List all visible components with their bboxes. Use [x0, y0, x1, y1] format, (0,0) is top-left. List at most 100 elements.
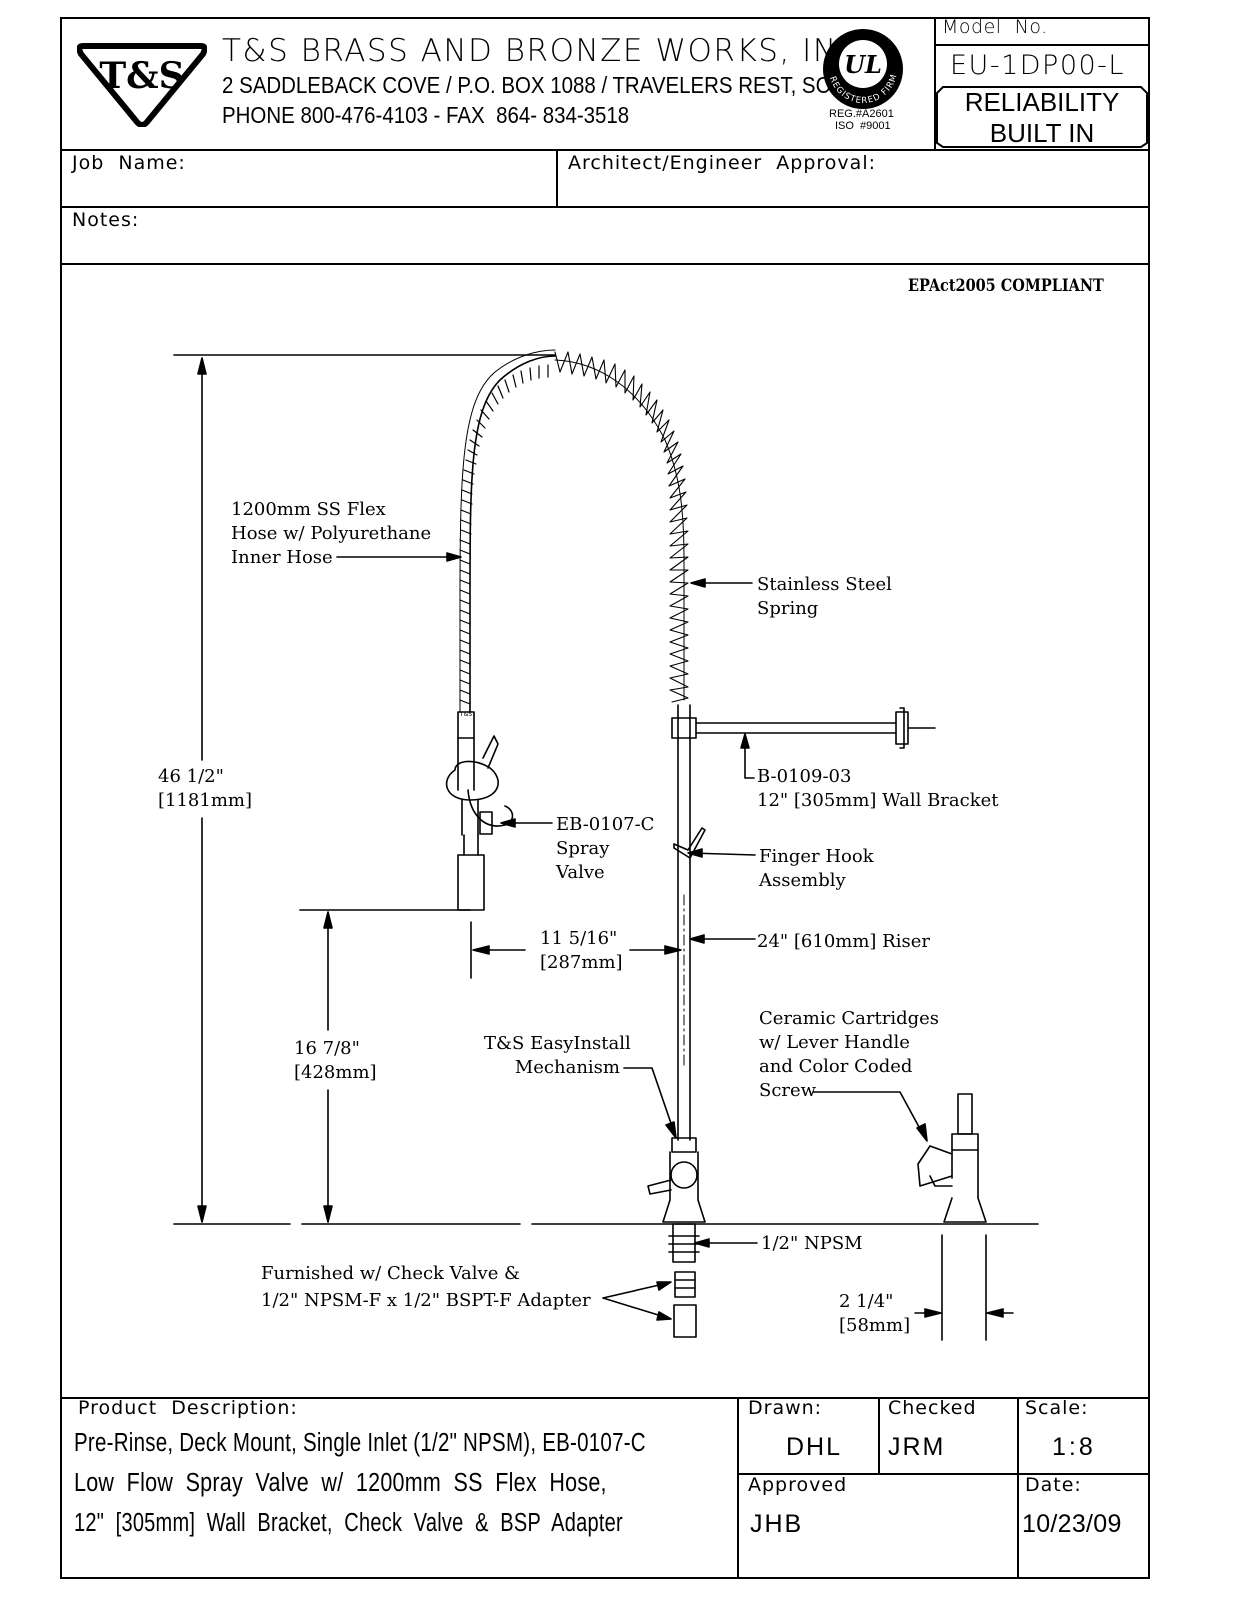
reliability-line1: RELIABILITY [964, 87, 1120, 117]
leader-bracket-arrow [740, 733, 750, 749]
title-block-desc-divider [737, 1397, 739, 1579]
bracket-screw [899, 707, 936, 749]
leader-bracket [744, 735, 755, 779]
checked-value: JRM [888, 1433, 946, 1461]
leader-cartridges [812, 1091, 926, 1139]
date-label: Date: [1025, 1474, 1082, 1496]
drawn-value: DHL [786, 1433, 843, 1461]
base-valve-lever [647, 1179, 672, 1195]
scale-value: 1:8 [1052, 1433, 1096, 1461]
bsp-adapter [673, 1304, 697, 1338]
leader-npsm-arrow [694, 1238, 710, 1248]
callout-npsm: 1/2" NPSM [761, 1233, 863, 1254]
deck-shank-threads [668, 1235, 700, 1253]
reliability-badge-frame [936, 86, 1148, 148]
leader-flex-hose-arrow [446, 552, 462, 562]
dim-reach: 11 5/16" [287mm] [540, 928, 623, 973]
callout-easyinstall: T&S EasyInstall Mechanism [484, 1033, 631, 1078]
dim-spray-height: 16 7/8" [428mm] [294, 1038, 377, 1083]
flex-hose-coils [459, 364, 549, 705]
check-valve-threads [674, 1279, 696, 1289]
model-box-divider [934, 17, 936, 150]
title-block-scale-divider [1017, 1397, 1019, 1579]
leader-furnished-arrow2 [656, 1311, 672, 1321]
callout-spring: Stainless Steel Spring [757, 574, 892, 619]
dim-overall-arrow-bottom [197, 1205, 207, 1223]
spray-nozzle [457, 854, 485, 911]
spray-valve-lever [479, 811, 493, 835]
leader-riser-arrow [689, 934, 705, 944]
title-block-mid [737, 1473, 1150, 1475]
date-value: 10/23/09 [1022, 1510, 1122, 1538]
model-label: Model No. [942, 16, 1048, 38]
callout-finger-hook: Finger Hook Assembly [759, 846, 874, 891]
callout-riser: 24" [610mm] Riser [757, 931, 930, 952]
callout-flex-hose: 1200mm SS Flex Hose w/ Polyurethane Inne… [231, 499, 432, 568]
dim-overall-arrow-top [197, 357, 207, 375]
dim-reach-arrow-right [664, 945, 682, 955]
job-divider [60, 206, 1150, 208]
epact-compliance: EPAct2005 COMPLIANT [908, 276, 1104, 296]
dim-spray-arrow-bottom [323, 1205, 333, 1223]
riser-nut [671, 1137, 697, 1153]
check-valve [674, 1271, 696, 1298]
leader-finger-hook-arrow [687, 848, 703, 858]
spring-coil-zigzag [554, 351, 689, 703]
scale-label: Scale: [1025, 1397, 1089, 1419]
callout-cartridges: Ceramic Cartridges w/ Lever Handle and C… [759, 1008, 940, 1101]
spring-coil [554, 359, 685, 701]
base-valve-body [670, 1161, 698, 1189]
ul-logo: UL REGISTERED FIRM [823, 29, 903, 109]
flex-hose [469, 355, 556, 713]
header-divider [60, 149, 1150, 151]
approved-label: Approved [748, 1474, 848, 1496]
spray-valve-neck [461, 799, 479, 836]
callout-spray-valve: EB-0107-C Spray Valve [556, 814, 655, 883]
model-number: EU-1DP00-L [950, 50, 1125, 81]
spray-valve-head [457, 711, 475, 739]
company-address: 2 SADDLEBACK COVE / P.O. BOX 1088 / TRAV… [222, 72, 893, 99]
job-architect-divider [556, 149, 558, 207]
bracket-plate [895, 711, 909, 745]
dim-spray-arrow-top [323, 911, 333, 929]
cartridge-outlet [929, 1175, 953, 1187]
callout-furnished: Furnished w/ Check Valve & 1/2" NPSM-F x… [261, 1263, 591, 1311]
callout-wall-bracket: B-0109-03 12" [305mm] Wall Bracket [757, 766, 999, 811]
company-phone-fax: PHONE 800-476-4103 - FAX 864- 834-3518 [222, 102, 630, 129]
bracket-arm [695, 722, 897, 734]
dim-centers-arrow-right [986, 1308, 1004, 1318]
deck-shank [672, 1223, 696, 1263]
leader-easyinstall [623, 1067, 676, 1136]
leader-furnished-arrow1 [656, 1281, 672, 1291]
notes-label: Notes: [72, 209, 140, 231]
product-description-line3: 12" [305mm] Wall Bracket, Check Valve & … [74, 1508, 623, 1538]
spray-nozzle-link [463, 834, 479, 856]
logo-text: T&S [99, 55, 184, 97]
leader-easyinstall-arrow [665, 1121, 677, 1139]
spray-valve-body [457, 737, 475, 791]
leader-cartridges-arrow [916, 1123, 928, 1142]
dim-centers-arrow-left [924, 1308, 942, 1318]
notes-divider [60, 263, 1150, 265]
flex-hose-outline [459, 349, 556, 713]
drawn-label: Drawn: [748, 1397, 823, 1419]
bracket-collar [671, 717, 697, 739]
product-description-line1: Pre-Rinse, Deck Mount, Single Inlet (1/2… [74, 1428, 646, 1458]
finger-hook [673, 827, 706, 859]
iso-number: ISO #9001 [835, 120, 891, 132]
spray-valve-trigger [467, 789, 514, 827]
spray-valve-loop [445, 760, 499, 801]
base-valve-housing [662, 1151, 706, 1223]
model-label-divider [934, 44, 1150, 46]
leader-spray-valve-arrow [500, 818, 516, 828]
cartridge-stem [957, 1093, 973, 1135]
cartridge-collar [951, 1133, 979, 1151]
product-description-line2: Low Flow Spray Valve w/ 1200mm SS Flex H… [74, 1468, 607, 1498]
title-block-checked-divider [878, 1397, 880, 1473]
sheet-border [60, 17, 1150, 1579]
ul-logo-text: UL [844, 50, 882, 79]
spray-valve-handle [482, 735, 499, 769]
company-name: T&S BRASS AND BRONZE WORKS, INC. [222, 33, 873, 69]
title-block-top [60, 1397, 1150, 1399]
